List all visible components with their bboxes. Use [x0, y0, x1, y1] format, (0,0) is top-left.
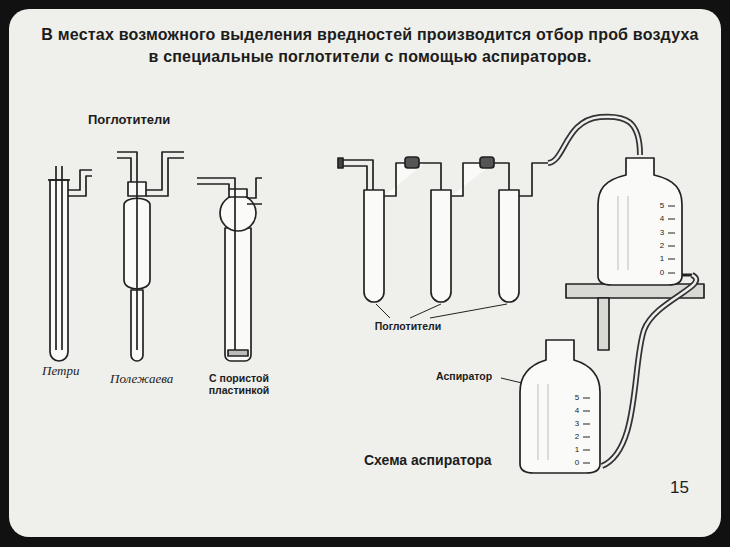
porous-plate-absorber: [197, 178, 235, 350]
porous-plate-absorber: [197, 178, 262, 361]
section-heading: Поглотители: [88, 113, 170, 128]
page-number: 15: [670, 478, 689, 498]
aspirator-bottle-lower: [520, 340, 600, 473]
part-name: Аспиратор: [436, 370, 492, 382]
petri-absorber: [48, 179, 70, 181]
polezhaev-absorber: [146, 152, 184, 196]
leader-lines: [430, 304, 507, 318]
figure-caption: Схема аспиратора: [364, 452, 492, 468]
scale-number: 3: [657, 229, 667, 237]
scale-number: 0: [657, 269, 667, 277]
leader-lines: [376, 304, 522, 383]
absorber-chain: [519, 163, 548, 196]
scale-number: 5: [657, 202, 667, 210]
scale-number: 2: [657, 242, 667, 250]
absorber-chain: [480, 157, 494, 168]
aspirator-bottle-upper: [618, 196, 628, 270]
polezhaev-absorber: [117, 152, 137, 350]
hose: [602, 275, 696, 466]
polezhaev-absorber: [117, 152, 184, 361]
aspirator-bottle-upper: [682, 274, 692, 277]
petri-absorber: [50, 180, 68, 361]
aspirator-bottle-upper: [598, 158, 692, 285]
part-name: Петри: [42, 364, 79, 379]
part-name: Поглотители: [368, 320, 448, 332]
scale-number: 4: [572, 407, 582, 415]
aspirator-bottle-lower: [520, 340, 600, 473]
absorber-chain: [338, 157, 548, 302]
scale-ticks: [668, 206, 675, 273]
aspirator-bottle-upper: [598, 158, 682, 285]
scale-number: 0: [572, 459, 582, 467]
leader-lines: [410, 304, 441, 318]
scale-ticks: [583, 398, 590, 463]
porous-plate-absorber: [228, 350, 248, 356]
absorber-chain: [364, 190, 384, 302]
absorber-chain: [405, 157, 419, 168]
slide-title: В местах возможного выделения вредностей…: [40, 24, 700, 67]
scale-number: 2: [572, 433, 582, 441]
part-name: С пористой пластинкой: [203, 372, 275, 396]
table: [598, 298, 609, 350]
hose: [602, 275, 696, 466]
glassware: [48, 117, 704, 473]
petri-absorber: [68, 170, 92, 196]
aspirator-bottle-lower: [538, 384, 548, 460]
scale-number: 1: [657, 255, 667, 263]
petri-absorber: [56, 166, 62, 350]
porous-plate-absorber: [247, 178, 262, 204]
leader-lines: [376, 304, 390, 318]
scale-number: 1: [572, 446, 582, 454]
hose: [548, 117, 640, 163]
absorber-chain: [431, 190, 451, 302]
porous-plate-absorber: [229, 189, 247, 197]
absorber-chain: [384, 163, 425, 196]
slide-ground: [9, 9, 721, 537]
part-name: Полежаева: [110, 372, 173, 387]
absorber-chain: [499, 190, 519, 302]
scale-ticks: [583, 206, 675, 463]
hose: [548, 117, 640, 163]
leader-lines: [501, 378, 522, 383]
porous-plate-absorber: [220, 195, 256, 231]
porous-plate-absorber: [225, 228, 251, 361]
scale-number: 5: [572, 394, 582, 402]
scale-number: 3: [572, 420, 582, 428]
absorber-chain: [338, 158, 343, 168]
petri-absorber: [48, 166, 92, 361]
scale-number: 4: [657, 215, 667, 223]
